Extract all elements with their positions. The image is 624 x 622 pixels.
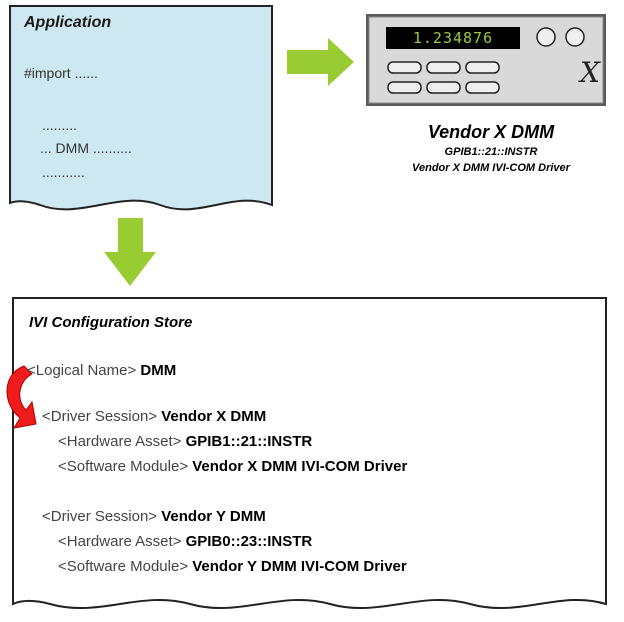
driver-session-value: Vendor Y DMM: [161, 508, 266, 525]
instrument-button: [426, 61, 461, 74]
instrument-address: GPIB1::21::INSTR: [444, 146, 538, 158]
dmm-instrument: [366, 14, 606, 106]
instrument-button: [465, 61, 500, 74]
hardware-asset-tag: <Hardware Asset>: [58, 433, 182, 450]
software-module-row: <Software Module> Vendor X DMM IVI-COM D…: [58, 458, 407, 475]
hardware-asset-value: GPIB0::23::INSTR: [185, 533, 313, 550]
instrument-button: [387, 81, 422, 94]
curved-arrow-icon: [6, 365, 37, 429]
software-module-tag: <Software Module>: [58, 458, 189, 475]
driver-session-value: Vendor X DMM: [161, 408, 267, 425]
software-module-row: <Software Module> Vendor Y DMM IVI-COM D…: [58, 558, 407, 575]
dots-line-2: ...........: [42, 164, 85, 180]
down-arrow-icon: [104, 218, 156, 286]
right-arrow-icon: [287, 38, 354, 86]
knob-left: [536, 27, 556, 47]
driver-session-tag: <Driver Session>: [42, 508, 158, 525]
dmm-display-readout: 1.234876: [386, 27, 520, 49]
instrument-driver: Vendor X DMM IVI-COM Driver: [412, 162, 570, 174]
vendor-x-logo: X: [580, 56, 600, 89]
hardware-asset-row: <Hardware Asset> GPIB1::21::INSTR: [58, 433, 312, 450]
dots-line-1: .........: [42, 117, 78, 133]
import-line: #import ......: [24, 65, 98, 81]
application-title: Application: [24, 14, 112, 31]
instrument-button: [465, 81, 500, 94]
hardware-asset-tag: <Hardware Asset>: [58, 533, 182, 550]
hardware-asset-value: GPIB1::21::INSTR: [185, 433, 313, 450]
logical-name-value: DMM: [140, 362, 177, 379]
software-module-value: Vendor X DMM IVI-COM Driver: [192, 458, 408, 475]
config-store-document: [12, 297, 607, 610]
hardware-asset-row: <Hardware Asset> GPIB0::23::INSTR: [58, 533, 312, 550]
config-store-title: IVI Configuration Store: [29, 314, 193, 331]
driver-session-row: <Driver Session> Vendor Y DMM: [42, 508, 266, 525]
instrument-button: [387, 61, 422, 74]
instrument-button: [426, 81, 461, 94]
software-module-tag: <Software Module>: [58, 558, 189, 575]
driver-session-row: <Driver Session> Vendor X DMM: [42, 408, 266, 425]
software-module-value: Vendor Y DMM IVI-COM Driver: [192, 558, 407, 575]
application-document: [9, 5, 273, 211]
logical-name-tag: <Logical Name>: [27, 362, 137, 379]
instrument-name: Vendor X DMM: [427, 122, 555, 142]
knob-right: [565, 27, 585, 47]
logical-name-row: <Logical Name> DMM: [27, 362, 176, 379]
dmm-reference-line: ... DMM ..........: [40, 140, 132, 156]
driver-session-tag: <Driver Session>: [42, 408, 158, 425]
